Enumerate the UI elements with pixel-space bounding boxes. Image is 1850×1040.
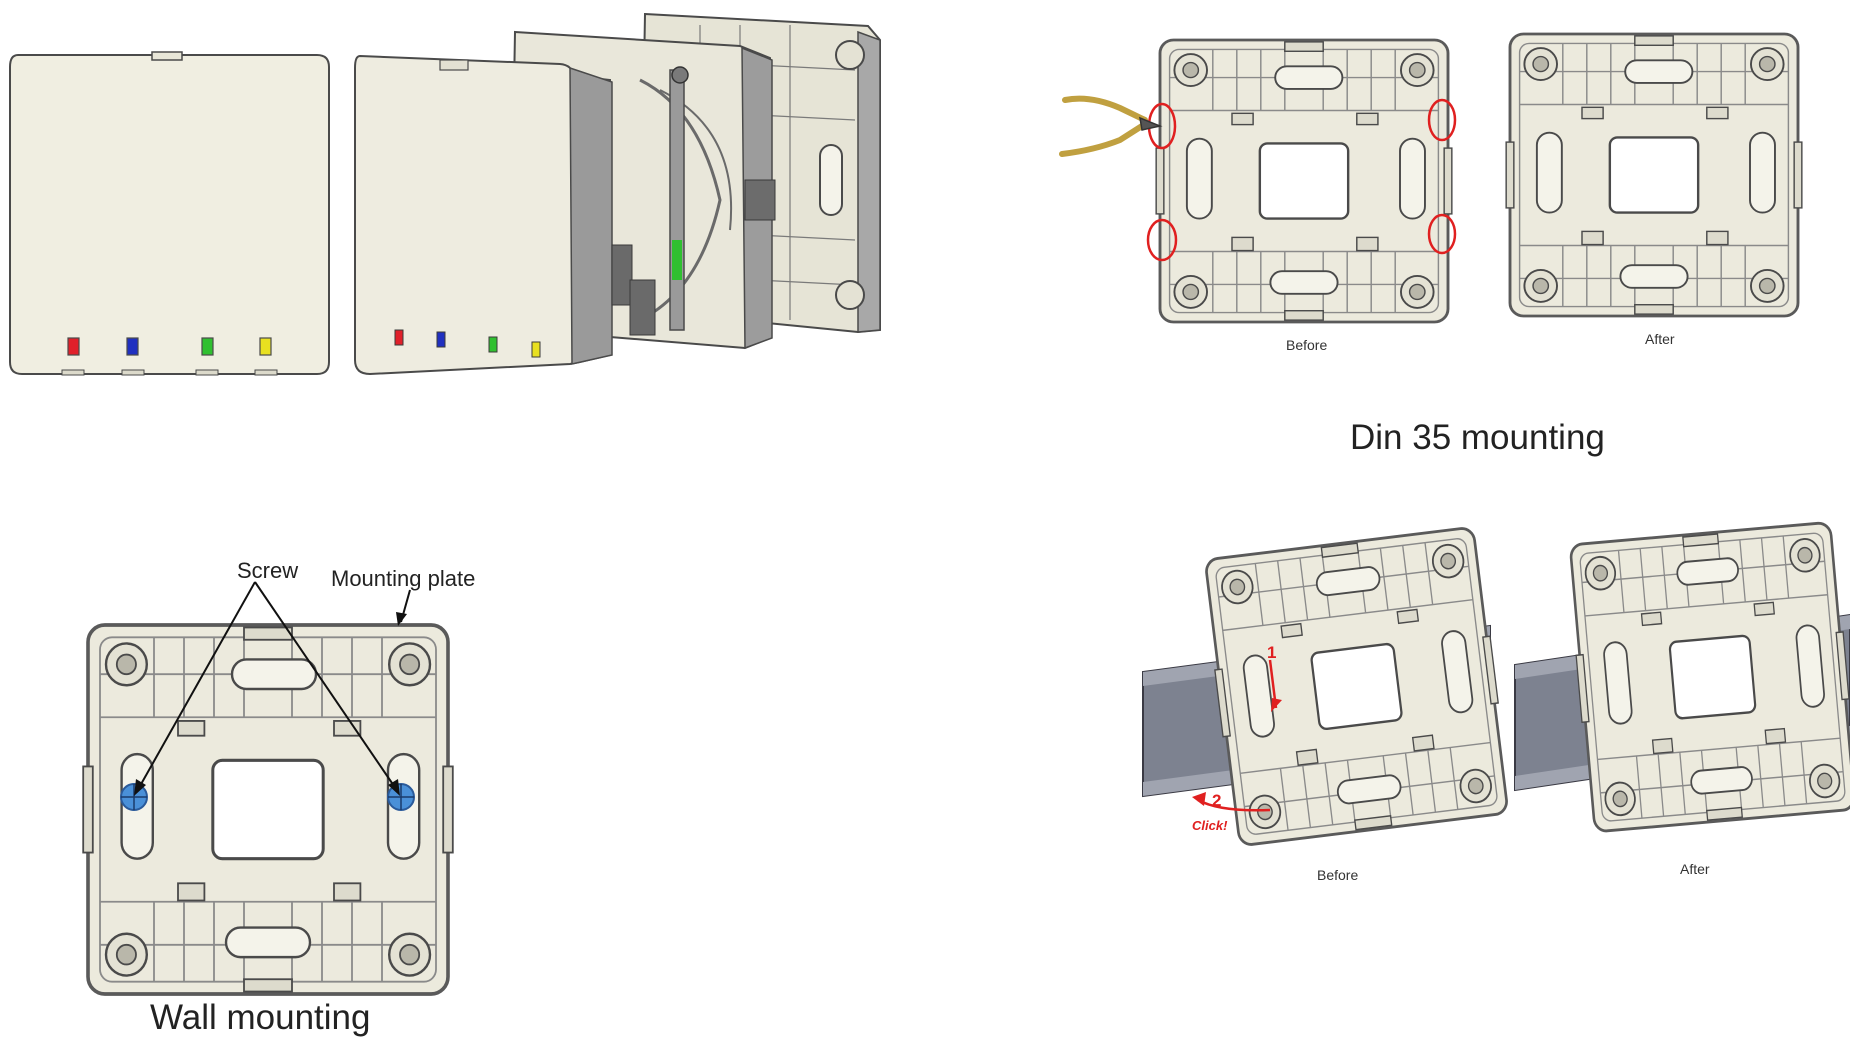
mounting-plate-label: Mounting plate (331, 566, 476, 591)
front-cover (9, 51, 330, 376)
led-green (201, 337, 214, 356)
exploded-view (354, 12, 881, 376)
led-red (67, 337, 80, 356)
din-cut-after (1504, 32, 1804, 318)
arrow-icon (134, 612, 407, 796)
din-mounting-title: Din 35 mounting (1350, 418, 1605, 457)
din-cut-before (1059, 38, 1457, 324)
led-yellow (259, 337, 272, 356)
din-rail-before (1142, 525, 1514, 848)
step-2-label: 2 (1212, 791, 1222, 810)
din-rail-after (1514, 520, 1850, 834)
screw-label: Screw (237, 558, 299, 583)
wall-mounting-title: Wall mounting (150, 998, 371, 1037)
wall-mount-plate (81, 581, 455, 996)
led-blue (126, 337, 139, 356)
din-rail-after-label: After (1680, 861, 1710, 877)
din-rail-before-label: Before (1317, 867, 1359, 883)
step-1-label: 1 (1267, 643, 1277, 662)
din-cut-after-label: After (1645, 331, 1675, 347)
pliers-icon (1059, 95, 1163, 157)
click-label: Click! (1192, 818, 1228, 833)
din-cut-before-label: Before (1286, 337, 1328, 353)
screw-icon (120, 783, 148, 811)
